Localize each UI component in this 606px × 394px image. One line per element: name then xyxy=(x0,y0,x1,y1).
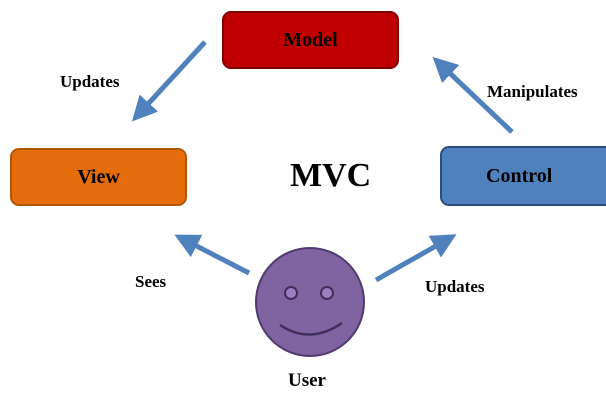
model-node: Model xyxy=(222,11,399,69)
arrow-user-to-control xyxy=(374,234,457,283)
edge-label-user-view: Sees xyxy=(135,272,167,291)
control-label: Control xyxy=(486,164,553,187)
model-label: Model xyxy=(283,28,338,51)
diagram-title: MVC xyxy=(290,157,372,194)
arrow-control-to-model xyxy=(432,56,514,134)
edge-label-control-model: Manipulates xyxy=(487,82,578,101)
user-label: User xyxy=(288,370,326,391)
edge-label-model-view: Updates xyxy=(60,72,120,91)
edge-label-user-control: Updates xyxy=(425,277,485,296)
user-face-icon xyxy=(255,247,365,357)
arrow-user-to-view xyxy=(174,234,251,276)
control-node: Control xyxy=(440,146,606,206)
view-label: View xyxy=(77,165,120,188)
arrow-model-to-view xyxy=(131,40,207,122)
view-node: View xyxy=(10,148,187,206)
